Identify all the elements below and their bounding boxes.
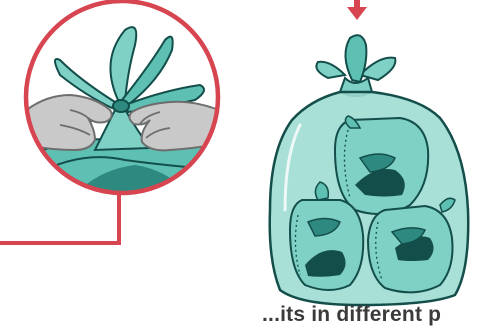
down-arrow-icon — [347, 0, 367, 20]
callout-line — [0, 193, 119, 243]
small-bag — [368, 198, 455, 292]
caption-text: ...its in different p — [262, 303, 482, 327]
illustration — [0, 0, 482, 320]
zoom-circle — [15, 1, 230, 200]
small-bag — [335, 116, 428, 214]
plastic-bag — [270, 35, 469, 305]
